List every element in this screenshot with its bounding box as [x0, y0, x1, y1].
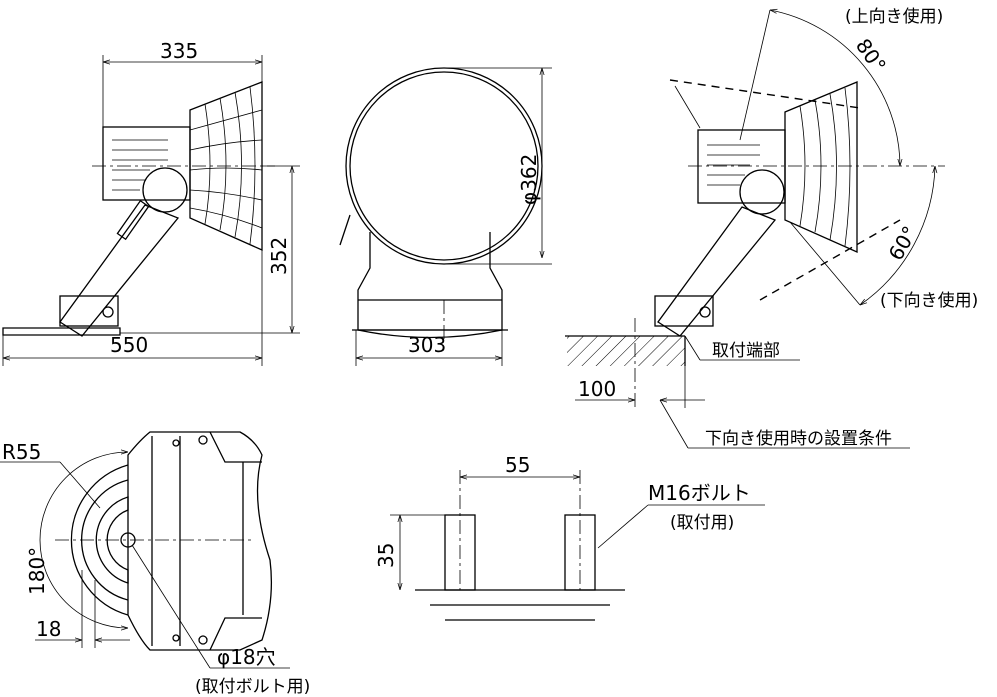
rotation-label: 180° — [25, 547, 49, 595]
down-use-label: (下向き使用) — [880, 290, 978, 311]
width-dimension: 335 — [160, 39, 198, 63]
hole-label: φ18穴 — [217, 645, 276, 669]
vent-slots — [112, 139, 168, 191]
arm — [59, 204, 180, 337]
front-view: φ362 303 — [339, 67, 552, 366]
clearance-dimension: 100 — [578, 377, 616, 401]
bolt-detail: 55 35 M16ボルト (取付用) — [374, 453, 765, 621]
length-dimension: 550 — [110, 333, 148, 357]
bolt-height-dimension: 35 — [374, 543, 398, 568]
mounting-surface — [567, 336, 685, 366]
up-angle-label: 80° — [851, 34, 891, 77]
lamp-face — [345, 67, 543, 265]
bolt-label: M16ボルト — [648, 481, 751, 505]
radius-label: R55 — [2, 440, 41, 464]
down-angle-label: 60° — [884, 222, 923, 265]
offset-dimension: 18 — [36, 617, 61, 641]
up-use-label: (上向き使用) — [845, 6, 943, 27]
angle-view: (上向き使用) 80° 60° (下向き使用) 取付端部 100 下向き使用時の… — [565, 6, 978, 449]
housing — [102, 126, 191, 201]
hole-note: (取付ボルト用) — [195, 677, 310, 697]
spacing-dimension: 55 — [505, 453, 530, 477]
height-dimension: 352 — [267, 237, 291, 275]
bracket-width-dimension: 303 — [408, 333, 446, 357]
angle-dial — [142, 167, 188, 213]
dial-scale-outer — [70, 464, 129, 616]
diameter-dimension: φ362 — [517, 154, 541, 205]
reflector-mesh — [189, 86, 263, 245]
yoke-bracket — [357, 232, 503, 331]
mount-end-label: 取付端部 — [712, 341, 780, 361]
base-plate — [2, 327, 121, 336]
side-view: 335 550 352 — [2, 39, 300, 366]
condition-label: 下向き使用時の設置条件 — [705, 428, 892, 449]
bracket-detail: R55 180° 18 φ18穴 (取付ボルト用) — [0, 431, 310, 697]
bolt-note: (取付用) — [670, 513, 734, 533]
